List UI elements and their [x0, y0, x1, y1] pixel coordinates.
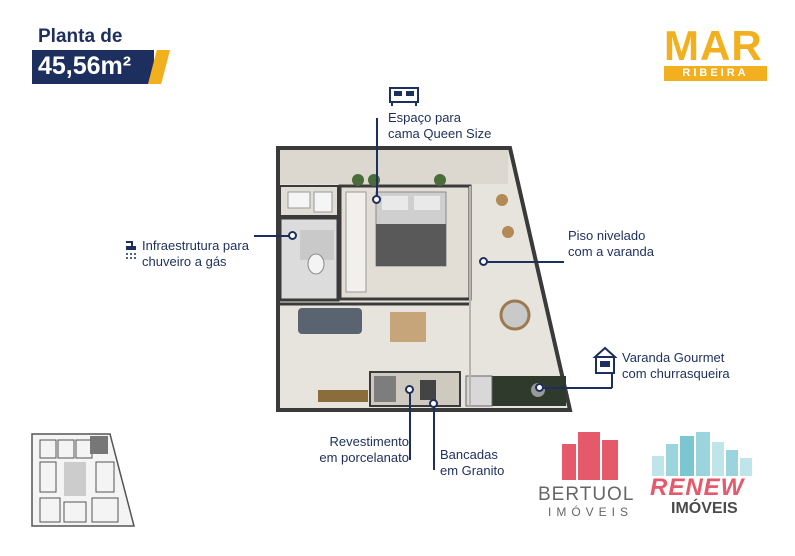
callout-floor-line2: com a varanda [568, 244, 654, 259]
callout-counter-line1: Bancadas [440, 447, 498, 462]
callout-dot-tiles [405, 385, 414, 394]
callout-tiles-line1: Revestimento [329, 434, 409, 449]
callout-dot-gas [288, 231, 297, 240]
callout-bed: Espaço para cama Queen Size [388, 110, 491, 142]
plant [352, 174, 364, 186]
brand-logo-bar [664, 66, 767, 81]
callout-dot-bed [372, 195, 381, 204]
callout-gas-line2: chuveiro a gás [142, 254, 227, 269]
balcony-chair [502, 226, 514, 238]
callout-dot-balcony [535, 383, 544, 392]
cooktop [420, 380, 436, 400]
bertuol-logo-sub: IMÓVEIS [548, 505, 634, 519]
shower-icon [126, 241, 136, 259]
bertuol-logo: BERTUOL [538, 484, 635, 505]
grill-icon [592, 346, 618, 374]
area-value: 45,56m² [38, 52, 132, 80]
dining-table [390, 312, 426, 342]
callout-counter: Bancadas em Granito [440, 447, 504, 479]
floor-plan [276, 146, 573, 412]
sink-laundry [287, 191, 311, 209]
bed-cover [376, 224, 446, 266]
callout-gas: Infraestrutura para chuveiro a gás [142, 238, 249, 270]
callout-dot-counter [429, 399, 438, 408]
callout-tiles-line2: em porcelanato [319, 450, 409, 465]
balcony-table [499, 299, 531, 331]
callout-floor-line1: Piso nivelado [568, 228, 646, 243]
callout-floor: Piso nivelado com a varanda [568, 228, 654, 260]
fridge [374, 376, 396, 402]
renew-logo-sub: IMÓVEIS [671, 500, 738, 517]
plan-title: Planta de [38, 26, 123, 47]
callout-bed-line1: Espaço para [388, 110, 461, 125]
plant [434, 174, 446, 186]
renew-logo: RENEW [650, 474, 745, 501]
bertuol-building-icon [562, 432, 618, 480]
wardrobe [345, 191, 367, 293]
callout-balcony-line1: Varanda Gourmet [622, 350, 725, 365]
washer [313, 191, 333, 213]
sofa [298, 308, 362, 334]
callout-balcony: Varanda Gourmet com churrasqueira [622, 350, 730, 382]
callout-counter-line2: em Granito [440, 463, 505, 478]
brand-logo-mar: MAR [664, 22, 763, 69]
callout-dot-floor [479, 257, 488, 266]
area-badge [32, 50, 154, 84]
callout-balcony-line2: com churrasqueira [622, 366, 730, 381]
renew-building-icon [652, 432, 752, 476]
toilet [307, 253, 325, 275]
balcony-chair [496, 194, 508, 206]
top-strip [280, 150, 508, 184]
site-plan-thumbnail [31, 433, 135, 527]
pillow-2 [414, 196, 440, 210]
bed-icon [389, 87, 419, 106]
callout-bed-line2: cama Queen Size [388, 126, 492, 141]
tv-stand [318, 390, 368, 402]
callout-gas-line1: Infraestrutura para [142, 238, 249, 253]
brand-logo-sub: RIBEIRA [682, 67, 749, 79]
pillow-1 [382, 196, 408, 210]
callout-tiles: Revestimento em porcelanato [313, 434, 409, 466]
